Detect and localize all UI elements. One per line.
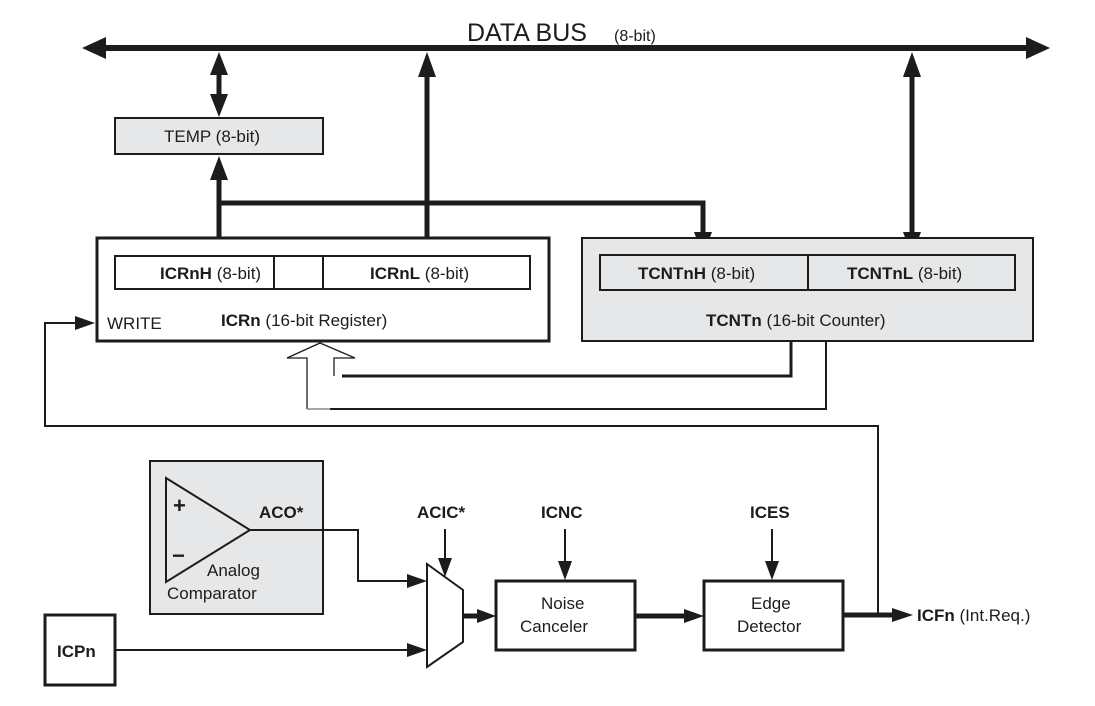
write-feedback-wire <box>44 316 879 613</box>
input-mux: ACIC* <box>417 503 496 669</box>
comparator-triangle-icon <box>165 476 252 584</box>
icr-register: ICRnH (8-bit) ICRnL (8-bit) WRITE ICRn (… <box>95 236 551 343</box>
tcntl-bus-path <box>903 52 921 256</box>
temp-bus-link <box>210 52 228 117</box>
edge-detector-line2: Detector <box>737 617 802 636</box>
icrh-label: ICRnH (8-bit) <box>160 264 261 283</box>
icrl-label: ICRnL (8-bit) <box>370 264 469 283</box>
icp-pin: ICPn <box>43 613 427 687</box>
data-bus-left-arrow <box>82 37 106 59</box>
data-bus-label: DATA BUS <box>467 19 587 47</box>
temp-label: TEMP (8-bit) <box>164 127 260 146</box>
icf-output: ICFn (Int.Req.) <box>843 606 1030 625</box>
icrl-bus-path <box>418 52 436 258</box>
mux-shape-icon <box>426 562 464 669</box>
noise-canceler-line1: Noise <box>541 594 584 613</box>
tcnt-label: TCNTn (16-bit Counter) <box>706 311 886 330</box>
icrl-cell <box>273 255 531 290</box>
edge-detector-line1: Edge <box>751 594 791 613</box>
edge-detector: Edge Detector ICES <box>702 503 845 652</box>
data-bus-right-arrow <box>1026 37 1050 59</box>
tcnt-to-icr-hollow-arrow <box>286 342 827 410</box>
comparator-plus: + <box>173 493 186 518</box>
comparator-minus: − <box>172 543 185 568</box>
comparator-label-line1: Analog <box>207 561 260 580</box>
noise-canceler: Noise Canceler ICNC <box>494 503 704 652</box>
data-bus-width: (8-bit) <box>614 28 656 45</box>
tcnth-label: TCNTnH (8-bit) <box>638 264 755 283</box>
aco-label: ACO* <box>259 503 304 522</box>
ices-label: ICES <box>750 503 790 522</box>
temp-register: TEMP (8-bit) <box>114 117 324 155</box>
data-bus: DATA BUS (8-bit) <box>82 19 1050 59</box>
icnc-label: ICNC <box>541 503 583 522</box>
icp-label: ICPn <box>57 642 96 661</box>
icf-label: ICFn (Int.Req.) <box>917 606 1030 625</box>
tcntl-label: TCNTnL (8-bit) <box>847 264 962 283</box>
write-label: WRITE <box>107 314 162 333</box>
comparator-label-line2: Comparator <box>167 584 257 603</box>
noise-canceler-line2: Canceler <box>520 617 588 636</box>
analog-comparator: + − ACO* Analog Comparator <box>149 460 324 615</box>
icr-label: ICRn (16-bit Register) <box>221 311 387 330</box>
tcnt-counter: TCNTnH (8-bit) TCNTnL (8-bit) TCNTn (16-… <box>581 237 1034 342</box>
acic-label: ACIC* <box>417 503 466 522</box>
aco-to-mux-wire <box>250 529 427 588</box>
